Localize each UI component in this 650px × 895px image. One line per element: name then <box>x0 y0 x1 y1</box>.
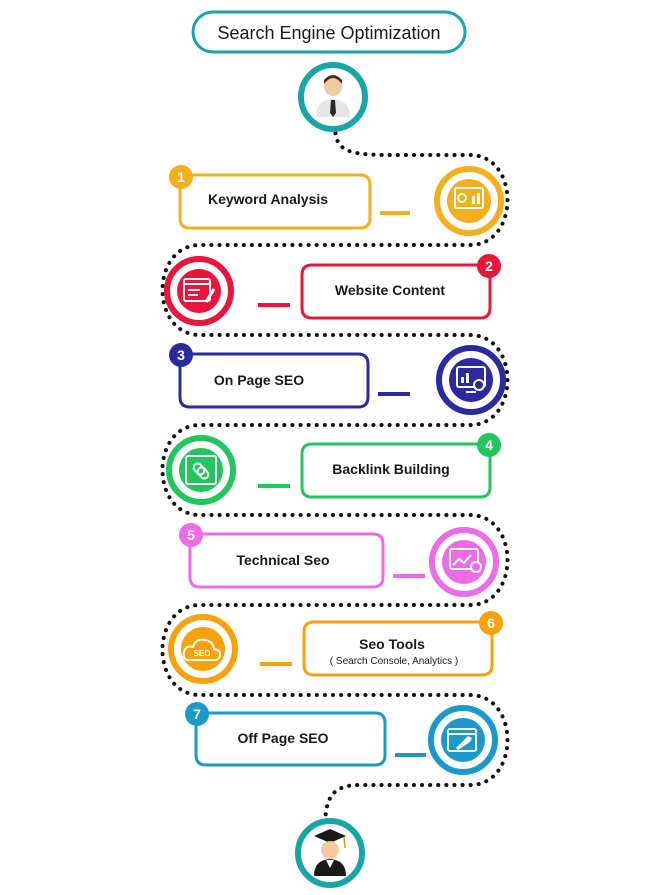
step-5-number: 5 <box>187 527 195 543</box>
step-4-label: Backlink Building <box>332 461 449 477</box>
rocket-launch-icon <box>428 705 498 775</box>
page-title: Search Engine Optimization <box>217 23 440 43</box>
content-editor-icon <box>164 256 234 326</box>
step-5-label: Technical Seo <box>236 552 329 568</box>
step-7-number: 7 <box>193 706 201 722</box>
step-7: 7 Off Page SEO <box>185 702 498 775</box>
step-1-number: 1 <box>177 169 185 185</box>
chain-link-icon <box>166 435 236 505</box>
step-3-badge <box>169 343 193 367</box>
step-7-badge <box>185 702 209 726</box>
step-6-label: Seo Tools <box>359 636 425 652</box>
step-7-label: Off Page SEO <box>237 730 328 746</box>
step-6-sublabel: ( Search Console, Analytics ) <box>330 656 458 667</box>
person-icon <box>316 75 350 117</box>
title-pill: Search Engine Optimization <box>191 10 467 54</box>
step-6: 6 Seo Tools ( Search Console, Analytics … <box>168 611 503 684</box>
step-1-label: Keyword Analysis <box>208 191 328 207</box>
step-4-number: 4 <box>485 437 493 453</box>
seo-cloud-icon: SEO <box>168 614 238 684</box>
svg-text:SEO: SEO <box>194 649 211 658</box>
step-4: 4 Backlink Building <box>166 433 501 505</box>
start-person-node <box>298 62 368 132</box>
step-2: 2 Website Content <box>164 254 501 326</box>
step-5: 5 Technical Seo <box>179 523 499 597</box>
step-1-badge <box>169 165 193 189</box>
step-3-label: On Page SEO <box>214 372 304 388</box>
step-3: 3 On Page SEO <box>169 343 506 415</box>
monitor-analytics-icon <box>436 345 506 415</box>
step-5-badge <box>179 523 203 547</box>
dotted-connector-path <box>160 123 510 832</box>
step-6-number: 6 <box>487 615 495 631</box>
step-1: 1 Keyword Analysis <box>169 165 504 236</box>
graduate-icon <box>314 829 346 876</box>
step-4-badge <box>477 433 501 457</box>
step-2-number: 2 <box>485 258 493 274</box>
step-2-label: Website Content <box>335 282 446 298</box>
step-3-number: 3 <box>177 347 185 363</box>
step-2-badge <box>477 254 501 278</box>
keyword-analysis-icon <box>434 166 504 236</box>
technical-tools-icon <box>429 527 499 597</box>
end-graduate-node <box>295 818 365 888</box>
step-6-badge <box>479 611 503 635</box>
